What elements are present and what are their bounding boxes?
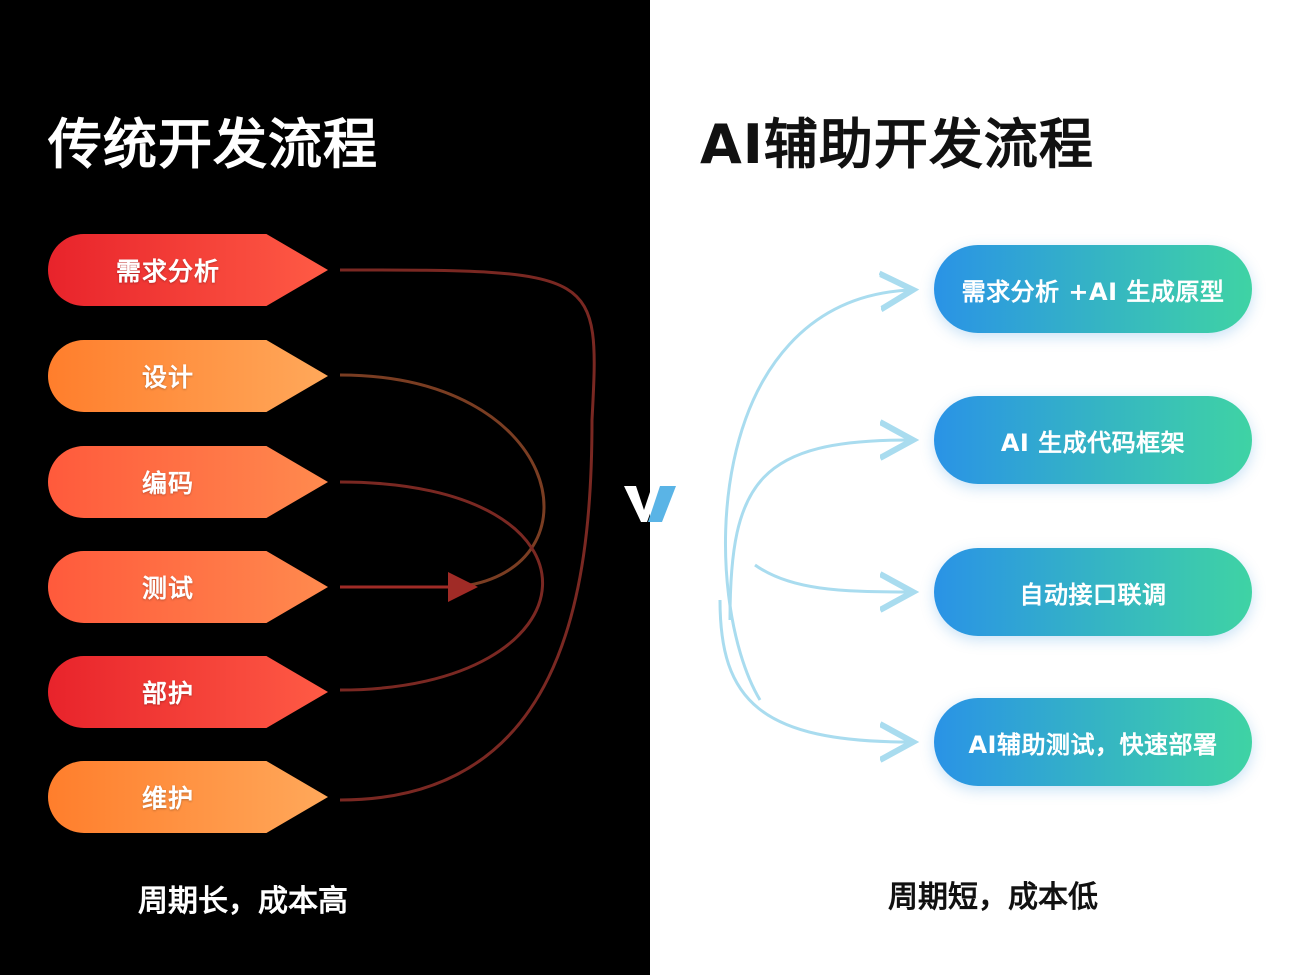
ai-title: AI辅助开发流程 <box>700 113 1094 176</box>
vs-chevron-icon <box>624 486 676 522</box>
step-design: 设计 <box>48 340 328 412</box>
connector-ai-2 <box>728 440 910 621</box>
step-coding: 编码 <box>48 446 328 518</box>
ai-panel <box>650 0 1300 975</box>
connector-ai-3 <box>754 563 910 592</box>
connector-ai-1 <box>723 290 910 701</box>
step-testing: 测试 <box>48 551 328 623</box>
traditional-title: 传统开发流程 <box>48 113 378 176</box>
ai-step-api-integration: 自动接口联调 <box>934 548 1252 636</box>
ai-step-prototype: 需求分析 +AI 生成原型 <box>934 245 1252 333</box>
connector-design-to-test <box>339 373 546 587</box>
traditional-summary: 周期长，成本高 <box>138 884 348 919</box>
connector-requirements-to-test <box>339 268 596 802</box>
step-maintenance: 维护 <box>48 761 328 833</box>
step-deploy: 部护 <box>48 656 328 728</box>
step-requirements: 需求分析 <box>48 234 328 306</box>
ai-summary: 周期短，成本低 <box>888 880 1098 915</box>
connector-ai-4 <box>718 599 910 742</box>
ai-step-testing-deploy: AI辅助测试，快速部署 <box>934 698 1252 786</box>
ai-step-code-framework: AI 生成代码框架 <box>934 396 1252 484</box>
connector-coding-to-deploy <box>339 480 544 692</box>
